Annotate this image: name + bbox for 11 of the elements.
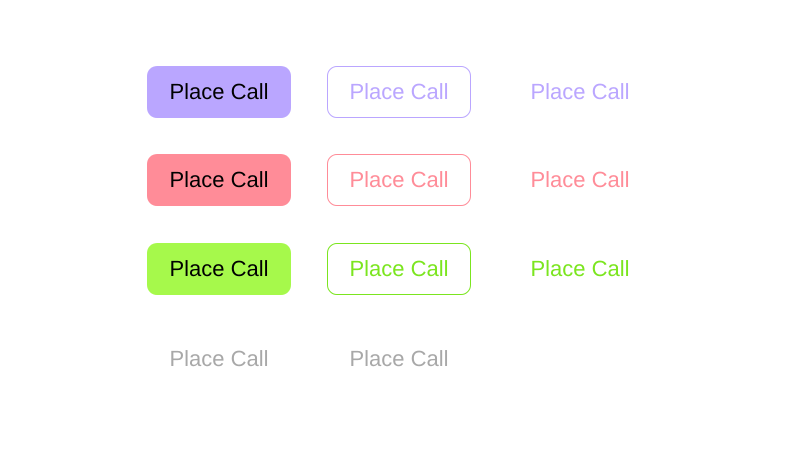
filled-call-button: Place Call [147, 243, 291, 295]
filled-call-button: Place Call [147, 154, 291, 206]
call-link-text: Place Call [529, 79, 631, 105]
outlined-call-button: Place Call [327, 243, 471, 295]
disabled-call-text: Place Call [168, 346, 270, 372]
disabled-call-text: Place Call [348, 346, 450, 372]
call-link-text: Place Call [529, 167, 631, 193]
outlined-call-button: Place Call [327, 154, 471, 206]
outlined-call-button: Place Call [327, 66, 471, 118]
filled-call-button: Place Call [147, 66, 291, 118]
call-link-text: Place Call [529, 256, 631, 282]
